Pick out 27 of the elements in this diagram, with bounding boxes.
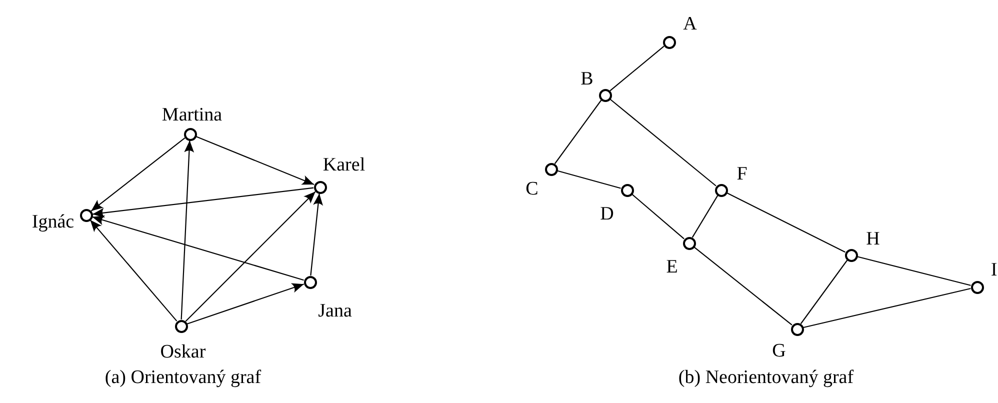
subfigure-caption: (a) Orientovaný graf <box>104 368 262 387</box>
edge-line <box>726 192 846 253</box>
edge-line <box>557 170 621 189</box>
vertex-label: I <box>990 260 998 280</box>
vertex-label: Ignác <box>32 212 74 232</box>
vertex-label: D <box>600 204 614 224</box>
edge-line <box>610 46 664 92</box>
vertex-label: Oskar <box>160 342 206 362</box>
vertex-label: E <box>666 258 678 276</box>
vertex-label: F <box>736 164 748 184</box>
vertex-label: C <box>526 180 538 198</box>
vertex-label: H <box>866 230 880 248</box>
vertex-label: Martina <box>162 106 222 124</box>
edge-line <box>857 256 971 286</box>
edge-line <box>610 98 716 186</box>
subfigure-caption: (b) Neorientovaný graf <box>678 368 854 387</box>
edge-line <box>803 288 971 328</box>
vertex-label: A <box>683 14 697 34</box>
vertex-label: Jana <box>318 302 352 320</box>
edge-line <box>554 100 602 164</box>
edge-line <box>632 194 684 240</box>
edge-line <box>800 260 848 324</box>
edge-line <box>694 246 792 326</box>
vertex-label: B <box>580 70 594 88</box>
edge-line <box>692 195 718 238</box>
vertex-label: G <box>772 342 786 360</box>
vertex-label: Karel <box>322 156 366 174</box>
